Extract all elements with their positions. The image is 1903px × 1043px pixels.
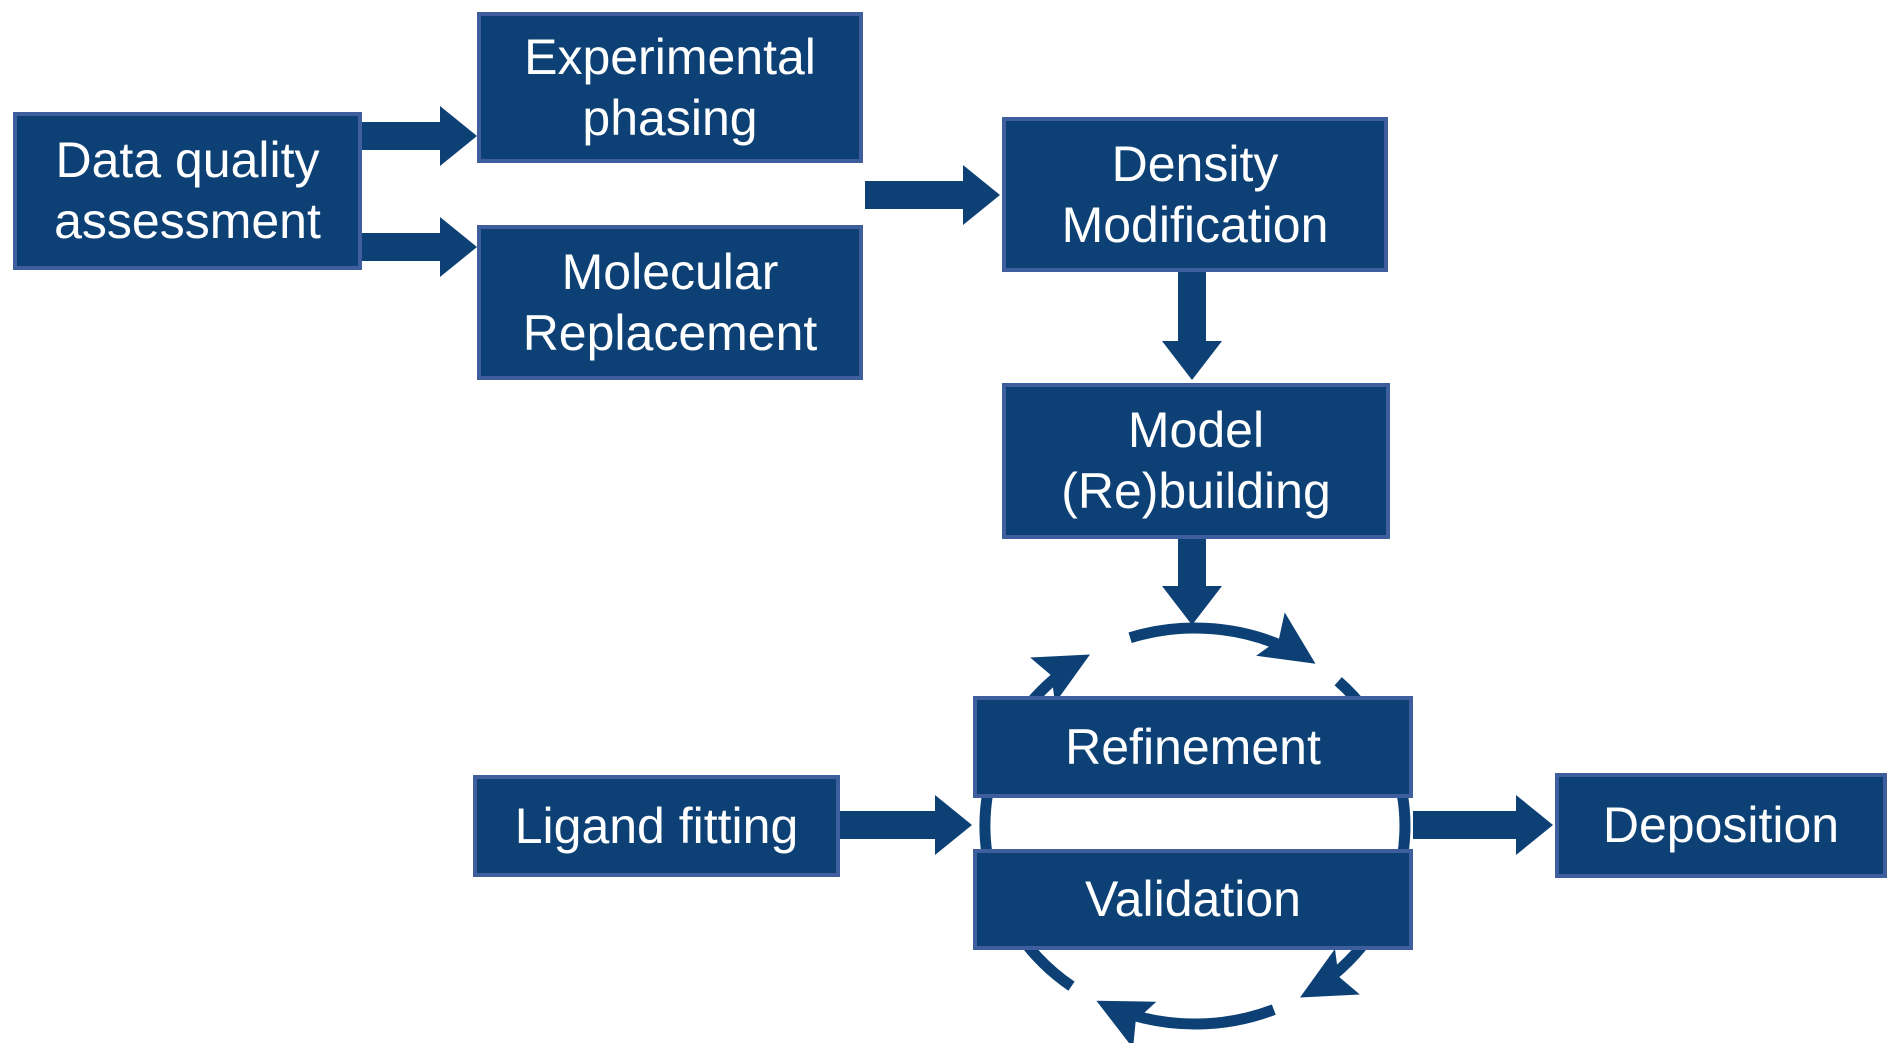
node-label-line: Validation — [1085, 871, 1301, 927]
node-label-line: Refinement — [1065, 718, 1321, 775]
node-validation: Validation — [973, 849, 1413, 950]
node-data-quality-assessment: Data quality assessment — [13, 112, 362, 270]
node-label-line: (Re)building — [1061, 463, 1331, 519]
arrow-ligand-fitting-to-cycle — [840, 795, 972, 855]
node-model-rebuilding: Model (Re)building — [1002, 383, 1390, 539]
arrow-data-quality-to-molecular-replacement — [362, 217, 477, 277]
cycle-arrowhead-bottom-right — [1300, 948, 1360, 998]
node-molecular-replacement: Molecular Replacement — [477, 225, 863, 380]
node-label-line: Model — [1127, 402, 1265, 458]
cycle-arc-bottom — [1121, 1004, 1276, 1030]
arrow-data-quality-to-experimental-phasing — [362, 106, 477, 166]
arrow-model-rebuilding-to-cycle — [1162, 539, 1222, 625]
arrow-density-modification-to-model-rebuilding — [1162, 272, 1222, 380]
node-label-line: Density — [1111, 135, 1279, 192]
node-ligand-fitting: Ligand fitting — [473, 775, 840, 877]
node-label-line: Experimental — [524, 28, 816, 85]
node-deposition: Deposition — [1555, 773, 1887, 878]
arrow-phasing-to-density-modification — [865, 165, 1000, 225]
cycle-arrowhead-bottom-left — [1096, 1000, 1157, 1043]
node-label-line: assessment — [54, 193, 321, 249]
node-label-line: Ligand fitting — [514, 797, 799, 854]
node-refinement: Refinement — [973, 696, 1413, 798]
cycle-arrowhead-top-right — [1256, 612, 1316, 664]
node-label-line: Molecular — [561, 243, 779, 300]
node-label-line: Modification — [1061, 196, 1329, 253]
node-label-line: Replacement — [522, 304, 818, 361]
cycle-arrowhead-top-left — [1030, 654, 1090, 704]
node-experimental-phasing: Experimental phasing — [477, 12, 863, 163]
node-label-line: Data quality — [55, 132, 320, 188]
node-label-line: Deposition — [1602, 797, 1840, 853]
arrow-cycle-to-deposition — [1413, 795, 1553, 855]
node-label-line: phasing — [582, 89, 758, 146]
node-density-modification: Density Modification — [1002, 117, 1388, 272]
